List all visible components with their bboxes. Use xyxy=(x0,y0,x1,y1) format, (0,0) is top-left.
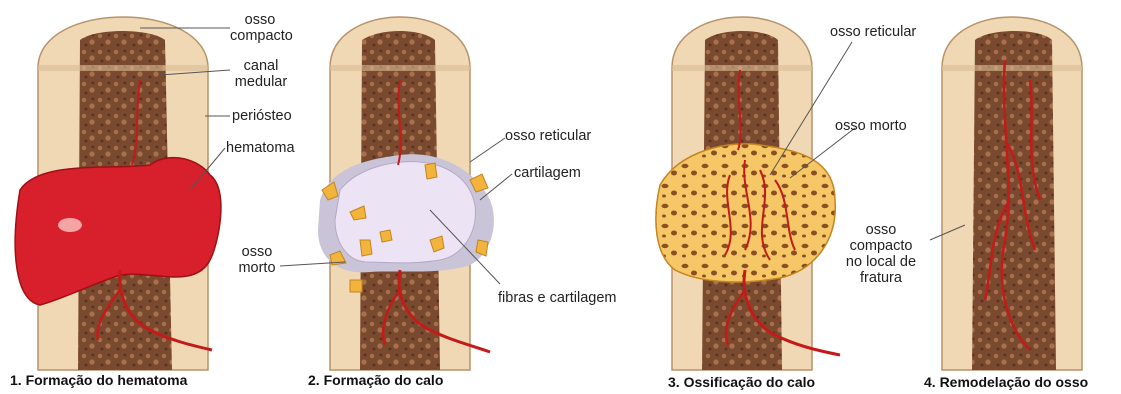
label-cartilagem: cartilagem xyxy=(514,165,581,181)
label-text: osso xyxy=(836,222,926,238)
label-osso-morto-3: osso morto xyxy=(835,118,907,134)
label-text: morto xyxy=(234,260,280,276)
caption-panel-1: 1. Formação do hematoma xyxy=(10,372,187,388)
panel-1-bone xyxy=(15,17,221,370)
label-fibras-cartilagem: fibras e cartilagem xyxy=(498,290,616,306)
label-text: compacto xyxy=(836,238,926,254)
label-text: fratura xyxy=(836,270,926,286)
label-text: canal xyxy=(232,58,290,74)
panel-3-bone xyxy=(656,17,840,370)
label-osso-reticular-2: osso reticular xyxy=(505,128,591,144)
panel-2-bone xyxy=(318,17,494,370)
caption-panel-4: 4. Remodelação do osso xyxy=(924,374,1088,390)
label-periosteo: periósteo xyxy=(232,108,292,124)
label-osso-reticular-3: osso reticular xyxy=(830,24,916,40)
label-text: compacto xyxy=(230,28,290,44)
bony-callus xyxy=(656,144,835,282)
label-text: osso xyxy=(230,12,290,28)
caption-panel-2: 2. Formação do calo xyxy=(308,372,443,388)
label-compacto-local-fratura: osso compacto no local de fratura xyxy=(836,222,926,286)
label-osso-compacto: osso compacto xyxy=(230,12,290,44)
label-hematoma: hematoma xyxy=(226,140,295,156)
panel-4-bone xyxy=(942,17,1082,370)
label-text: no local de xyxy=(836,254,926,270)
caption-panel-3: 3. Ossificação do calo xyxy=(668,374,815,390)
label-osso-morto-2: osso morto xyxy=(234,244,280,276)
label-canal-medular: canal medular xyxy=(232,58,290,90)
label-text: osso xyxy=(234,244,280,260)
label-text: medular xyxy=(232,74,290,90)
